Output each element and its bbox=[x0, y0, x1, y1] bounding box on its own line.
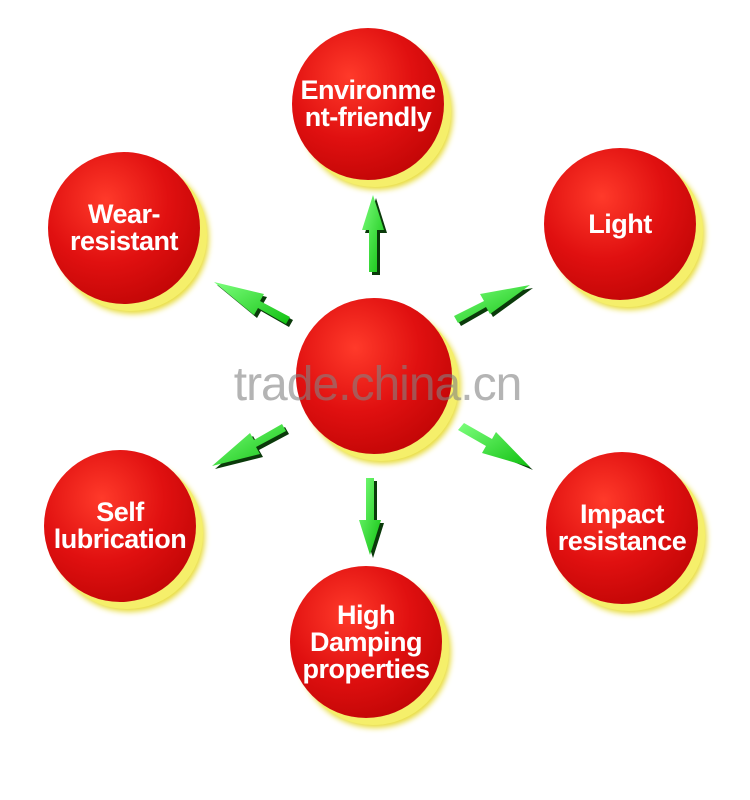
node-wear-resistant-label: Wear- resistant bbox=[69, 199, 179, 256]
node-environment-friendly-label: Environme nt-friendly bbox=[300, 75, 436, 132]
node-environment-friendly: Environme nt-friendly bbox=[292, 28, 444, 180]
arrow-lower-left bbox=[212, 424, 289, 469]
node-high-damping-properties-label: High Damping properties bbox=[302, 599, 430, 684]
arrow-up bbox=[362, 195, 387, 275]
arrow-upper-left bbox=[214, 282, 293, 327]
node-self-lubrication-label: Self lubrication bbox=[53, 497, 187, 554]
arrow-lower-right bbox=[458, 423, 533, 470]
arrow-upper-right bbox=[454, 285, 533, 326]
node-impact-resistance-label: Impact resistance bbox=[557, 499, 687, 556]
node-high-damping-properties: High Damping properties bbox=[290, 566, 442, 718]
node-light-label: Light bbox=[588, 208, 652, 239]
center-circle bbox=[296, 298, 452, 454]
node-light: Light bbox=[544, 148, 696, 300]
arrow-down bbox=[359, 478, 384, 558]
node-self-lubrication: Self lubrication bbox=[44, 450, 196, 602]
node-impact-resistance: Impact resistance bbox=[546, 452, 698, 604]
node-wear-resistant: Wear- resistant bbox=[48, 152, 200, 304]
watermark: trade.china.cn bbox=[233, 358, 523, 411]
